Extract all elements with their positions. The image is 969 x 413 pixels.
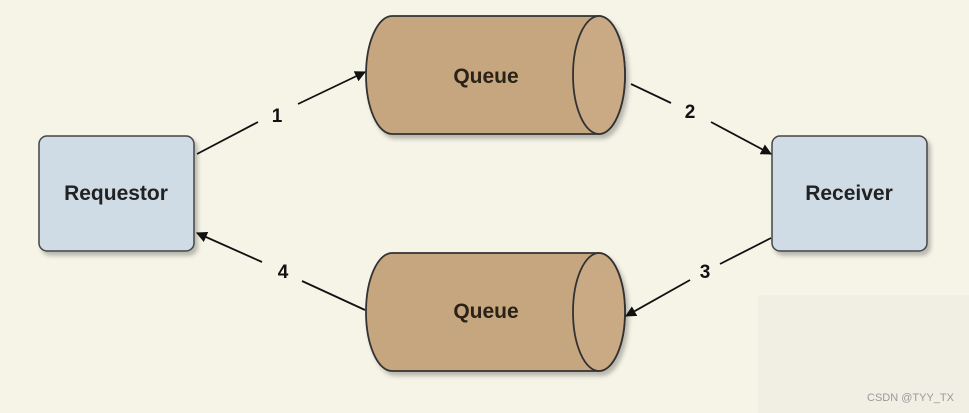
step-3-label: 3 (700, 262, 711, 283)
arrow-step-2: 2 (630, 83, 772, 155)
watermark-text: CSDN @TYY_TX (867, 392, 955, 404)
queue-bottom: Queue (365, 252, 626, 372)
queue-top: Queue (365, 15, 626, 135)
step-4-label: 4 (278, 262, 289, 283)
requestor-label: Requestor (64, 182, 168, 205)
queue-bottom-end-cap (572, 252, 626, 372)
receiver-box: Receiver (771, 135, 928, 252)
requestor-box: Requestor (38, 135, 195, 252)
panel-patch (758, 295, 969, 413)
queue-bottom-label: Queue (453, 300, 518, 323)
arrow-step-3: 3 (625, 237, 772, 317)
queue-top-end-cap (572, 15, 626, 135)
receiver-label: Receiver (805, 182, 893, 205)
arrow-step-1: 1 (196, 71, 366, 155)
arrow-step-4: 4 (195, 232, 366, 311)
step-1-label: 1 (272, 106, 283, 127)
queue-top-label: Queue (453, 65, 518, 88)
step-2-label: 2 (685, 102, 696, 123)
